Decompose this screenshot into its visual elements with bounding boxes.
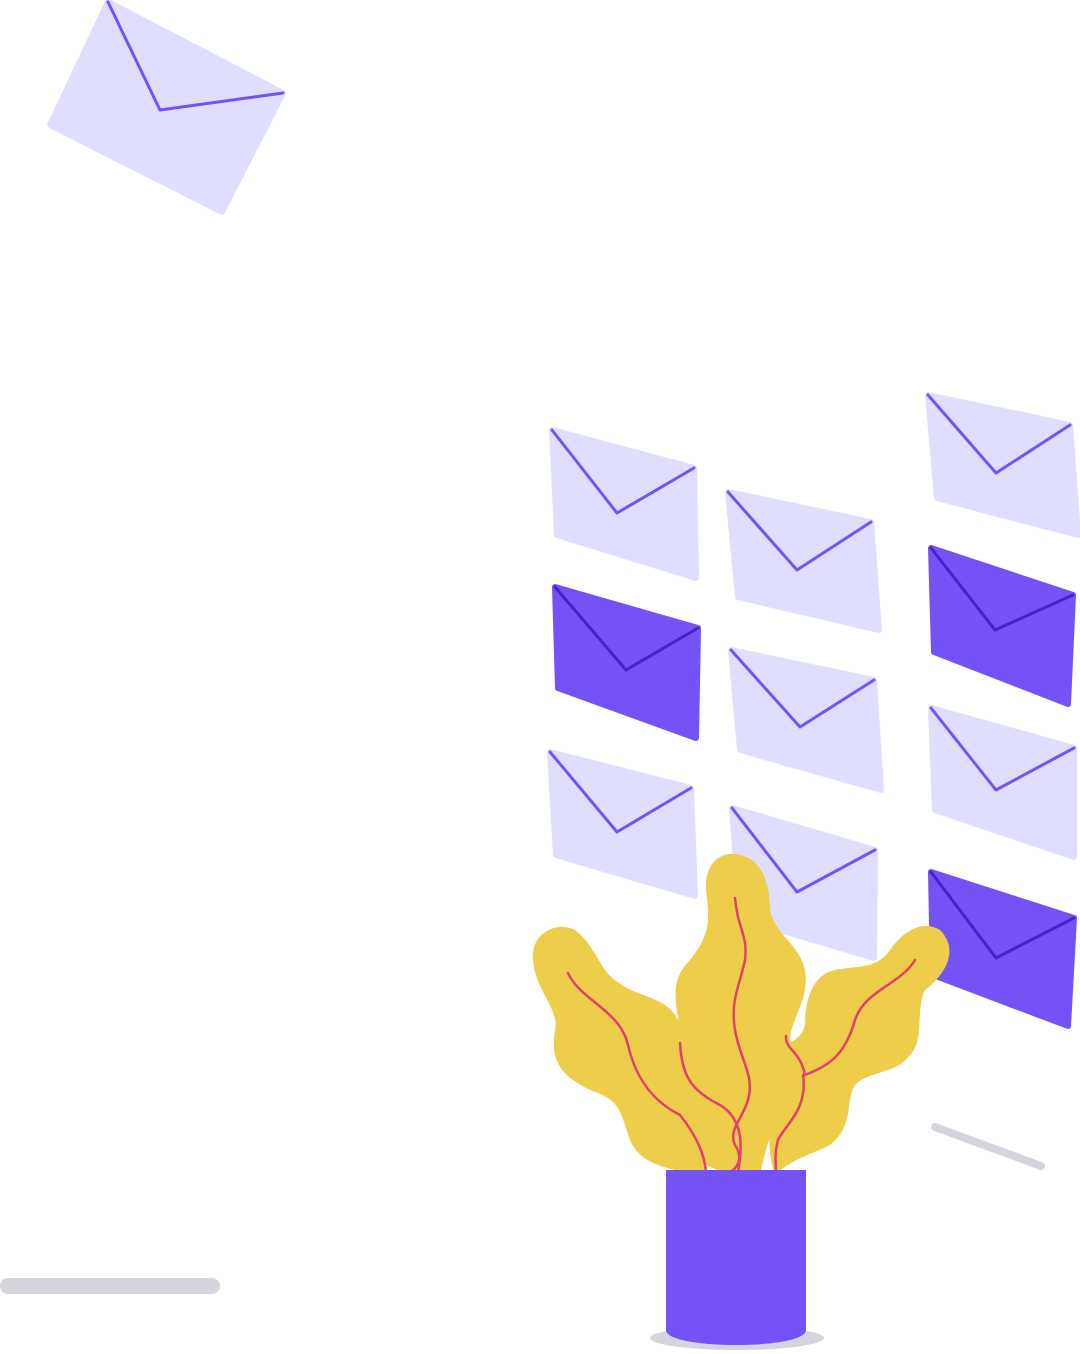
envelope-icon bbox=[928, 705, 1077, 860]
envelope-icon bbox=[47, 0, 286, 215]
leaf-vein bbox=[784, 958, 917, 1077]
leaf-vein bbox=[566, 971, 708, 1174]
leaf-vein bbox=[678, 1041, 742, 1174]
leaf bbox=[532, 926, 705, 1175]
envelope-body bbox=[47, 0, 286, 215]
shadow-line bbox=[931, 1123, 1045, 1170]
envelope-flap bbox=[553, 585, 700, 672]
envelope-flap bbox=[730, 806, 877, 894]
envelope-flap bbox=[929, 706, 1076, 792]
envelope-flap bbox=[929, 870, 1076, 960]
envelope-body bbox=[552, 584, 701, 741]
envelope-group bbox=[47, 0, 1080, 1029]
envelope-icon bbox=[728, 647, 884, 793]
envelope-icon bbox=[549, 427, 699, 581]
leaf-vein bbox=[774, 1073, 805, 1174]
envelope-body bbox=[549, 427, 699, 581]
envelope-icon bbox=[925, 392, 1080, 538]
envelope-icon bbox=[552, 584, 701, 741]
envelope-icon bbox=[725, 489, 882, 633]
envelope-flap bbox=[548, 750, 693, 834]
envelope-body bbox=[928, 705, 1077, 860]
envelope-body bbox=[925, 392, 1080, 538]
envelope-body bbox=[928, 869, 1077, 1029]
envelope-body bbox=[725, 489, 882, 633]
envelope-icon bbox=[928, 545, 1076, 707]
envelope-body bbox=[547, 749, 698, 899]
envelope-body bbox=[728, 647, 884, 793]
envelope-flap bbox=[726, 490, 873, 572]
ground-shadows bbox=[0, 1123, 1045, 1350]
potted-plant bbox=[532, 853, 950, 1345]
envelope-flap bbox=[729, 648, 876, 729]
envelope-icon bbox=[547, 749, 698, 899]
envelope-flap bbox=[926, 393, 1072, 475]
leaf bbox=[675, 853, 806, 1175]
envelope-flap bbox=[106, 0, 285, 112]
envelope-icon bbox=[928, 869, 1077, 1029]
envelope-flap bbox=[550, 428, 696, 515]
leaf bbox=[769, 925, 950, 1175]
envelope-flap bbox=[929, 546, 1075, 632]
leaf-vein bbox=[728, 896, 752, 1174]
plant-pot bbox=[666, 1170, 806, 1345]
